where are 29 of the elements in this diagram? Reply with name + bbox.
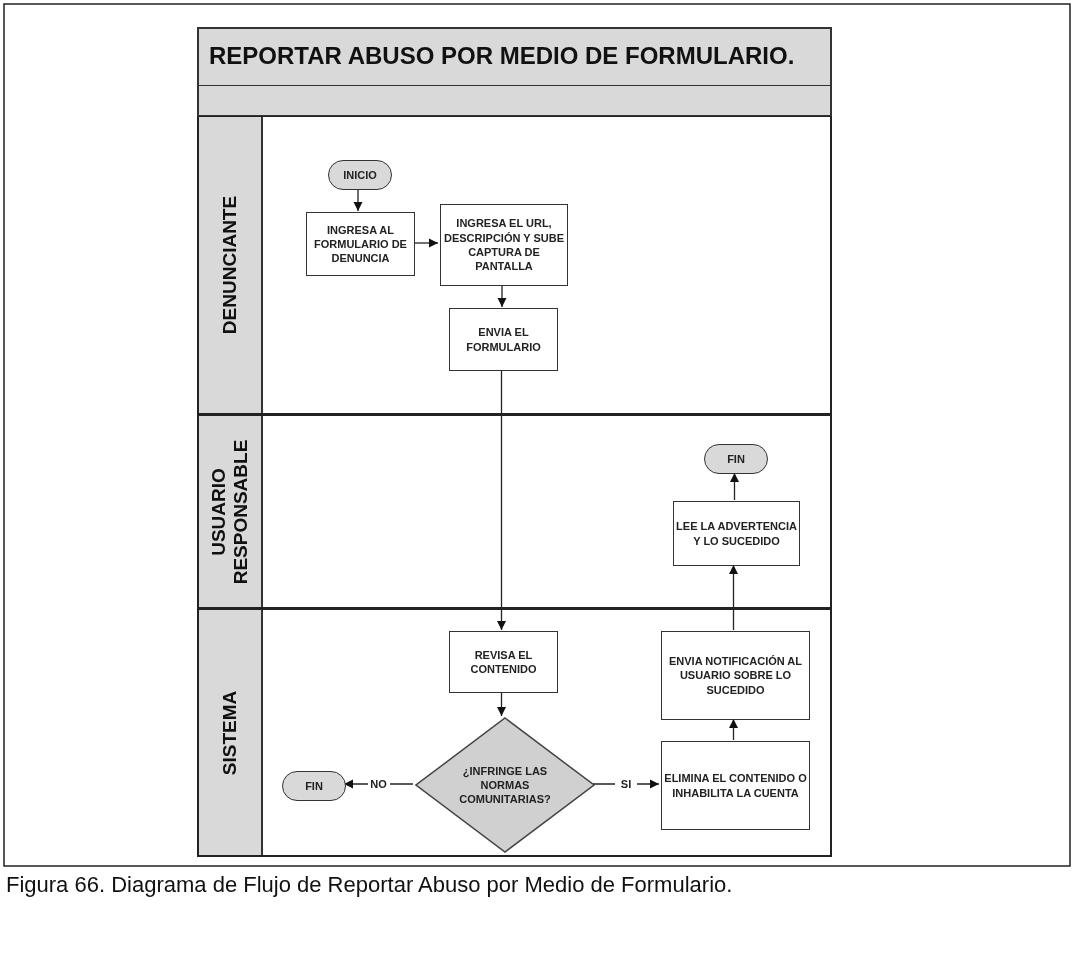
swimlane <box>197 415 832 609</box>
swimlane <box>197 116 832 415</box>
decision-diamond <box>415 717 595 853</box>
process-box: ENVIA EL FORMULARIO <box>449 308 558 371</box>
process-box: ELIMINA EL CONTENIDO O INHABILITA LA CUENTA <box>661 741 810 830</box>
swimlane <box>197 609 832 857</box>
process-box: INGRESA AL FORMULARIO DE DENUNCIA <box>306 212 415 276</box>
arrow <box>729 472 740 501</box>
terminator-pill: FIN <box>704 444 768 474</box>
lane-label: USUARIO RESPONSABLE <box>208 438 252 586</box>
node-text: ¿INFRINGE LAS NORMAS COMUNITARIAS? <box>458 763 552 807</box>
process-box: ENVIA NOTIFICACIÓN AL USUARIO SOBRE LO SUCEDIDO <box>661 631 810 720</box>
terminator-pill: FIN <box>282 771 346 801</box>
process-box: REVISA EL CONTENIDO <box>449 631 558 693</box>
figure-caption: Figura 66. Diagrama de Flujo de Reportar Abuso por Medio de Formulario. <box>6 872 733 898</box>
arrow <box>496 369 507 631</box>
process-box: INGRESA EL URL, DESCRIPCIÓN Y SUBE CAPTURA DE PANTALLA <box>440 204 568 286</box>
edge-label: NO <box>367 777 390 791</box>
arrow <box>728 564 739 631</box>
arrow <box>353 188 363 212</box>
diagram-title: REPORTAR ABUSO POR MEDIO DE FORMULARIO. <box>209 42 795 70</box>
lane-label: SISTEMA <box>219 689 241 777</box>
arrow <box>728 718 739 741</box>
edge-label: SI <box>615 777 637 791</box>
arrow <box>496 691 507 717</box>
process-box: LEE LA ADVERTENCIA Y LO SUCEDIDO <box>673 501 800 566</box>
lane-label: DENUNCIANTE <box>219 194 241 337</box>
arrow <box>497 284 507 308</box>
terminator-pill: INICIO <box>328 160 392 190</box>
